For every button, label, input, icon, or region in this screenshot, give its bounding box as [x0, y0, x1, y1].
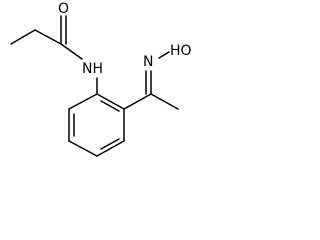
carbonyl-oxygen-label: O	[58, 1, 69, 17]
oxime-nitrogen-label: N	[143, 54, 153, 70]
bond-oxime-n-o	[158, 51, 170, 59]
bond-ch2-carbonyl	[34, 29, 62, 45]
bond-oxime-carbon-methyl	[150, 93, 179, 110]
bonds	[10, 15, 179, 157]
amide-nh-label: NH	[82, 61, 103, 77]
bond-ring-oxime-carbon	[123, 93, 152, 110]
ring-bond-6	[68, 93, 98, 110]
bond-carbonyl-nitrogen	[60, 43, 83, 60]
atom-labels: O NH N HO	[58, 1, 192, 77]
bond-ch3-ch2	[10, 29, 36, 45]
ring-double-inner-2	[100, 138, 120, 150]
oxime-hydroxyl-label: HO	[170, 43, 192, 59]
chemical-structure: O NH N HO	[10, 1, 192, 157]
ring-bond-4	[68, 140, 98, 157]
ring-bond-1	[96, 93, 125, 110]
ring-double-inner-1	[100, 100, 120, 112]
ring-bond-3	[96, 140, 125, 157]
